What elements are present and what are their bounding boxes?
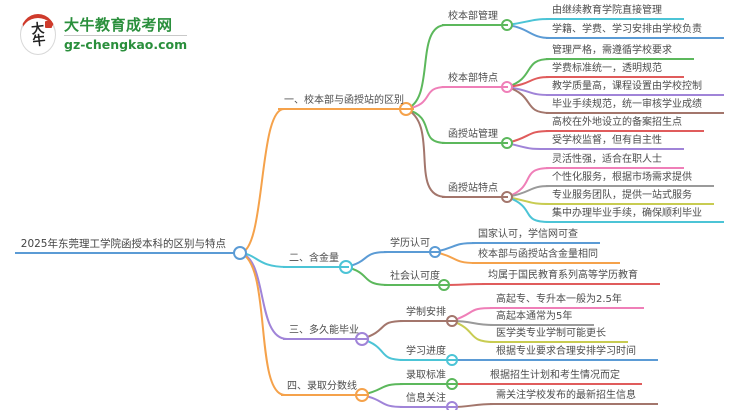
- logo-text: 大牛教育成考网 gz-chengkao.com: [64, 15, 188, 53]
- connector: [506, 185, 551, 198]
- leaf-3-1-1[interactable]: 高起专、专升本一般为2.5年: [490, 292, 644, 309]
- connector: [443, 283, 487, 286]
- leaf-2-1-1[interactable]: 国家认可，学信网可查: [472, 227, 600, 244]
- connector: [506, 58, 551, 88]
- connector: [405, 24, 447, 110]
- sub-1-3[interactable]: 函授站管理: [442, 127, 508, 144]
- leaf-4-2-1[interactable]: 需关注学校发布的最新招生信息: [490, 388, 658, 405]
- connector: [405, 86, 447, 110]
- leaf-1-3-2[interactable]: 受学校监督，但有自主性: [546, 133, 684, 150]
- leaf-1-3-1[interactable]: 高校在外地设立的备案招生点: [546, 115, 704, 132]
- sub-4-2[interactable]: 信息关注: [400, 391, 456, 408]
- branch-3[interactable]: 三、多久能毕业: [283, 323, 369, 340]
- connector: [506, 142, 551, 150]
- leaf-1-4-1[interactable]: 灵活性强，适合在职人士: [546, 152, 684, 169]
- connector: [239, 252, 288, 268]
- leaf-1-2-1[interactable]: 管理严格，需遵循学校要求: [546, 43, 694, 60]
- leaf-1-4-4[interactable]: 集中办理毕业手续，确保顺利毕业: [546, 206, 724, 223]
- leaf-3-1-2[interactable]: 高起本通常为5年: [490, 309, 595, 326]
- leaf-1-2-4[interactable]: 毕业手续规范，统一审核学业成绩: [546, 97, 724, 114]
- leaf-3-1-3[interactable]: 医学类专业学制可能更长: [490, 326, 628, 343]
- logo-seal-icon: [45, 21, 52, 28]
- sub-2-1[interactable]: 学历认可: [384, 236, 440, 253]
- connector: [361, 338, 405, 361]
- connector: [506, 86, 551, 96]
- logo-domain: gz-chengkao.com: [64, 34, 188, 52]
- leaf-2-1-2[interactable]: 校本部与函授站含金量相同: [472, 247, 620, 264]
- branch-4[interactable]: 四、录取分数线: [281, 379, 367, 396]
- leaf-1-1-2[interactable]: 学籍、学费、学习安排由学校负责: [546, 22, 724, 39]
- connector: [506, 76, 551, 88]
- sub-1-1[interactable]: 校本部管理: [442, 9, 508, 26]
- site-logo[interactable]: 大牛 大牛教育成考网 gz-chengkao.com: [20, 14, 188, 55]
- connector: [361, 320, 405, 340]
- leaf-4-1-1[interactable]: 根据招生计划和考生情况而定: [484, 368, 642, 385]
- leaf-1-4-2[interactable]: 个性化服务，根据市场需求提供: [546, 170, 714, 187]
- connector: [451, 320, 495, 343]
- leaf-1-2-3[interactable]: 教学质量高，课程设置由学校控制: [546, 79, 724, 96]
- sub-4-1[interactable]: 录取标准: [400, 368, 456, 385]
- sub-1-4[interactable]: 函授站特点: [442, 181, 508, 198]
- logo-site-name: 大牛教育成考网: [64, 15, 173, 34]
- logo-bull-icon: 大牛: [20, 14, 56, 55]
- sub-2-2[interactable]: 社会认可度: [384, 269, 450, 286]
- branch-2[interactable]: 二、含金量: [283, 251, 349, 268]
- sub-1-2[interactable]: 校本部特点: [442, 71, 508, 88]
- connector: [405, 108, 447, 198]
- sub-3-1[interactable]: 学制安排: [400, 305, 456, 322]
- leaf-1-1-1[interactable]: 由继续教育学院直接管理: [546, 3, 684, 20]
- connector: [239, 108, 285, 254]
- connector: [239, 252, 286, 396]
- connector: [506, 86, 551, 114]
- mindmap-root[interactable]: 2025年东莞理工学院函授本科的区别与特点: [14, 237, 234, 254]
- connector: [506, 18, 551, 26]
- connector: [506, 130, 551, 144]
- connector: [506, 196, 551, 223]
- connector: [451, 403, 495, 408]
- connector: [506, 24, 551, 39]
- branch-1[interactable]: 一、校本部与函授站的区别: [278, 93, 414, 110]
- sub-3-2[interactable]: 学习进度: [400, 344, 456, 361]
- node-circle-root[interactable]: [233, 246, 247, 260]
- leaf-1-2-2[interactable]: 学费标准统一，透明规范: [546, 61, 684, 78]
- connector: [434, 242, 477, 253]
- connector: [451, 307, 495, 322]
- leaf-3-2-1[interactable]: 根据专业要求合理安排学习时间: [490, 344, 658, 361]
- leaf-2-2-1[interactable]: 均属于国民教育系列高等学历教育: [482, 268, 660, 285]
- leaf-1-4-3[interactable]: 专业服务团队，提供一站式服务: [546, 188, 714, 205]
- connector: [506, 167, 551, 198]
- connector: [405, 108, 447, 144]
- connector: [434, 251, 477, 264]
